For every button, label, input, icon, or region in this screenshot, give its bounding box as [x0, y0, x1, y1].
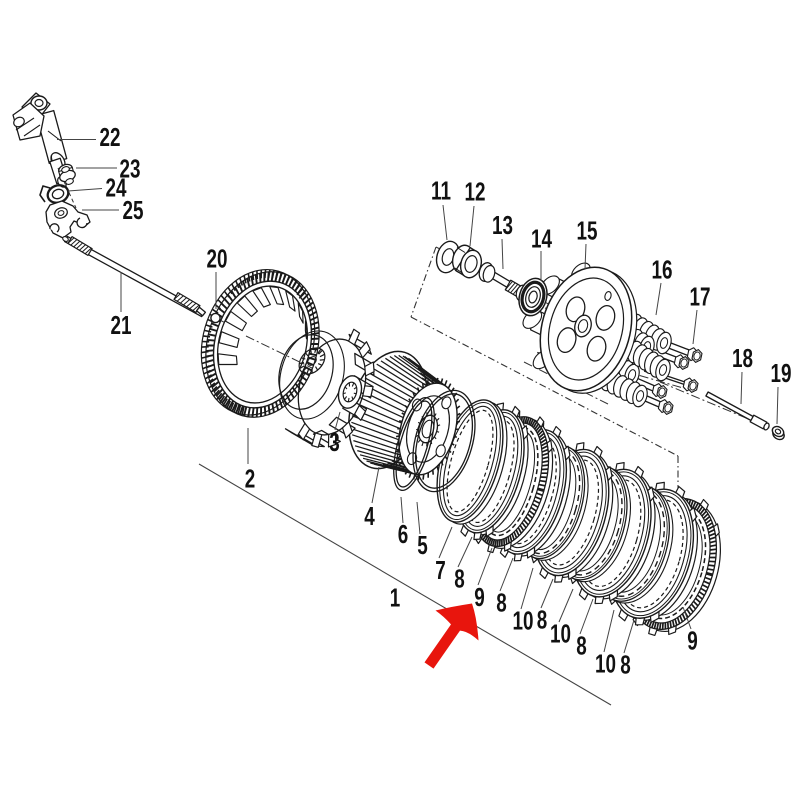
svg-text:19: 19 — [771, 359, 792, 387]
svg-text:18: 18 — [732, 344, 753, 372]
svg-text:8: 8 — [454, 565, 465, 593]
svg-text:12: 12 — [465, 178, 486, 206]
svg-text:22: 22 — [100, 123, 121, 151]
svg-text:4: 4 — [364, 502, 375, 530]
svg-text:16: 16 — [652, 256, 673, 284]
svg-text:8: 8 — [496, 589, 507, 617]
svg-text:13: 13 — [492, 211, 513, 239]
svg-text:5: 5 — [417, 531, 428, 559]
svg-text:6: 6 — [398, 520, 409, 548]
svg-text:10: 10 — [513, 607, 534, 635]
svg-text:3: 3 — [329, 428, 340, 456]
svg-text:10: 10 — [595, 650, 616, 678]
svg-text:23: 23 — [120, 155, 141, 183]
svg-text:14: 14 — [531, 225, 552, 253]
svg-text:25: 25 — [123, 196, 144, 224]
svg-text:7: 7 — [435, 556, 446, 584]
svg-text:8: 8 — [620, 651, 631, 679]
svg-text:10: 10 — [550, 620, 571, 648]
svg-text:8: 8 — [537, 606, 548, 634]
svg-text:21: 21 — [111, 311, 132, 339]
svg-text:9: 9 — [474, 583, 485, 611]
svg-text:2: 2 — [245, 465, 256, 493]
svg-text:20: 20 — [207, 245, 228, 273]
svg-text:11: 11 — [431, 177, 451, 205]
svg-text:15: 15 — [577, 217, 598, 245]
svg-text:17: 17 — [690, 283, 711, 311]
svg-text:8: 8 — [576, 632, 587, 660]
svg-text:9: 9 — [687, 627, 698, 655]
svg-text:1: 1 — [390, 584, 401, 612]
svg-text:24: 24 — [106, 174, 127, 202]
